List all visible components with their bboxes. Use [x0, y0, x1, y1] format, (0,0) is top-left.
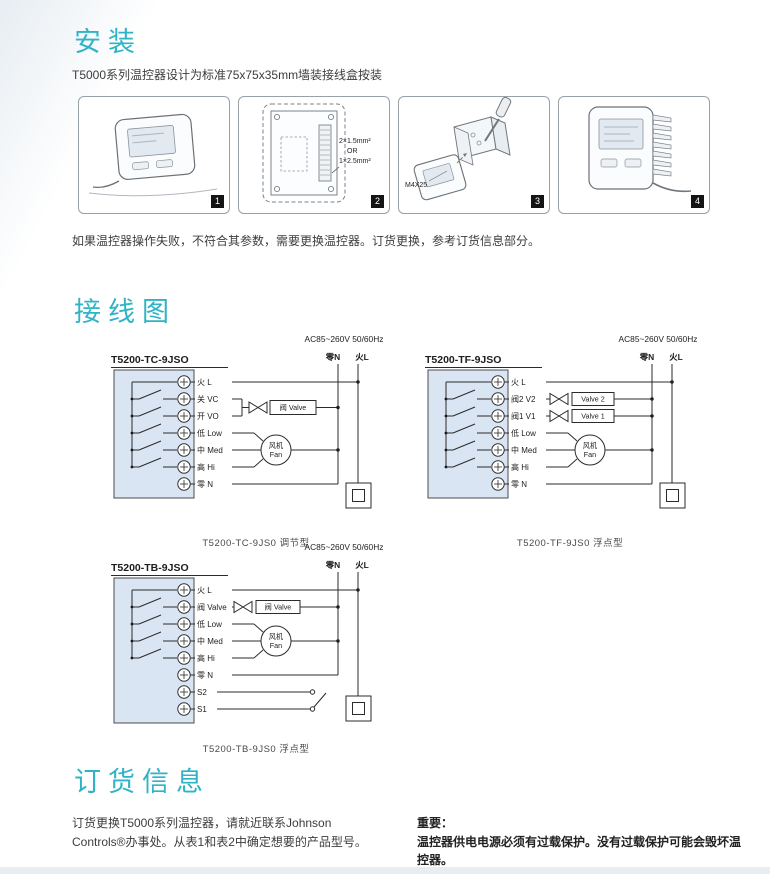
- terminal-label: 低 Low: [197, 428, 222, 438]
- power-rating-label: AC85~260V 50/60Hz: [305, 334, 384, 344]
- important-note-body: 温控器供电电源必须有过载保护。没有过载保护可能会毁坏温控器。: [417, 834, 742, 868]
- screw-spec-label: M4X25: [405, 182, 427, 189]
- terminal-label: S1: [197, 705, 207, 714]
- model-label: T5200-TC-9JSO: [111, 354, 189, 366]
- terminal-label: 中 Med: [197, 636, 223, 646]
- wiring-section-title: 接线图: [74, 297, 176, 327]
- wiring-diagram-tf: AC85~260V 50/60Hz 零N 火L T5200-TF-9JSO Va…: [420, 330, 720, 549]
- step-number-badge: 2: [371, 195, 384, 208]
- diagram-caption: T5200-TC-9JS0 调节型: [202, 538, 310, 549]
- diagram-caption: T5200-TF-9JS0 浮点型: [516, 538, 624, 549]
- terminal-label: 高 Hi: [511, 462, 529, 472]
- terminal-label: 中 Med: [197, 445, 223, 455]
- terminal-label: 低 Low: [511, 428, 536, 438]
- live-bus-label: 火L: [669, 352, 683, 362]
- valve2-component-label: Valve 2: [581, 395, 604, 404]
- ordering-section-body: 订货更换T5000系列温控器，请就近联系Johnson Controls®办事处…: [72, 814, 747, 870]
- live-bus-label: 火L: [355, 560, 369, 570]
- install-note-text: 如果温控器操作失败，不符合其参数，需要更换温控器。订货更换，参考订货信息部分。: [72, 234, 541, 248]
- step-number-badge: 4: [691, 195, 704, 208]
- terminal-label: 中 Med: [511, 445, 537, 455]
- terminal-label: 阀1 V1: [511, 412, 536, 421]
- power-rating-label: AC85~260V 50/60Hz: [305, 542, 384, 552]
- terminal-label: 火 L: [197, 378, 212, 387]
- terminal-label: 关 VC: [197, 394, 219, 404]
- tf-diagram-drawing: AC85~260V 50/60Hz 零N 火L T5200-TF-9JSO Va…: [425, 334, 698, 509]
- neutral-bus-label: 零N: [325, 352, 340, 362]
- wiring-diagram-tb: AC85~260V 50/60Hz 零N 火L T5200-TB-9JSO 阀 …: [106, 538, 406, 755]
- terminal-label: 阀2 V2: [511, 395, 536, 404]
- power-rating-label: AC85~260V 50/60Hz: [619, 334, 698, 344]
- terminal-label: 高 Hi: [197, 653, 215, 663]
- valve-component-label: 阀 Valve: [265, 603, 292, 612]
- terminal-label: 零 N: [511, 480, 527, 489]
- install-intro-text: T5000系列温控器设计为标准75x75x35mm墙装接线盒按装: [72, 68, 383, 82]
- wiring-diagrams-row: AC85~260V 50/60Hz 零N 火L T5200-TC-9JSO: [106, 330, 720, 549]
- live-bus-label: 火L: [355, 352, 369, 362]
- model-label: T5200-TF-9JSO: [425, 354, 501, 366]
- terminal-label: 低 Low: [197, 619, 222, 629]
- install-step-panel-1: 1: [78, 96, 230, 214]
- terminal-label: 阀 Valve: [197, 603, 227, 612]
- install-step-panel-3: M4X25 3: [398, 96, 550, 214]
- important-note-title: 重要：: [417, 816, 454, 830]
- wire-spec-line3: 1×2.5mm²: [339, 158, 371, 165]
- install-step-panel-4: 4: [558, 96, 710, 214]
- neutral-bus-label: 零N: [325, 560, 340, 570]
- fan-label-en: Fan: [270, 641, 282, 650]
- step-number-badge: 1: [211, 195, 224, 208]
- valve-component-label: 阀 Valve: [280, 403, 307, 412]
- ordering-section-title: 订货信息: [74, 767, 210, 797]
- terminal-label: 火 L: [511, 378, 526, 387]
- neutral-bus-label: 零N: [639, 352, 654, 362]
- terminal-label: 零 N: [197, 671, 213, 680]
- model-label: T5200-TB-9JSO: [111, 562, 189, 574]
- ordering-body-text: 订货更换T5000系列温控器，请就近联系Johnson Controls®办事处…: [72, 816, 367, 849]
- terminal-label: S2: [197, 688, 207, 697]
- wall-mounting-illustration: M4X25: [405, 96, 512, 201]
- install-step-panels: 1 2×1.5mm² O: [78, 96, 710, 214]
- important-note: 重要： 温控器供电电源必须有过载保护。没有过载保护可能会毁坏温控器。: [417, 814, 747, 870]
- install-step-panel-2: 2×1.5mm² OR 1×2.5mm² 2: [238, 96, 390, 214]
- tb-diagram-drawing: AC85~260V 50/60Hz 零N 火L T5200-TB-9JSO 阀 …: [111, 542, 384, 724]
- thermostat-terminals-illustration: [588, 106, 692, 193]
- wallbox-wiring-illustration: 2×1.5mm² OR 1×2.5mm²: [262, 103, 371, 203]
- install-section-title: 安装: [74, 27, 142, 57]
- wiring-diagram-tc: AC85~260V 50/60Hz 零N 火L T5200-TC-9JSO: [106, 330, 406, 549]
- tc-diagram-drawing: AC85~260V 50/60Hz 零N 火L T5200-TC-9JSO: [111, 334, 384, 509]
- terminal-label: 零 N: [197, 480, 213, 489]
- fan-label-cn: 风机: [269, 632, 284, 641]
- step-number-badge: 3: [531, 195, 544, 208]
- switch-box: [345, 695, 372, 722]
- terminal-label: 火 L: [197, 586, 212, 595]
- fan-label-cn: 风机: [583, 441, 598, 450]
- wire-spec-line1: 2×1.5mm²: [339, 138, 371, 145]
- fan-label-en: Fan: [584, 450, 596, 459]
- fan-label-en: Fan: [270, 450, 282, 459]
- thermostat-front-illustration: [88, 113, 218, 197]
- wire-spec-line2: OR: [347, 148, 358, 155]
- fan-label-cn: 风机: [269, 441, 284, 450]
- valve1-component-label: Valve 1: [581, 412, 604, 421]
- terminal-label: 高 Hi: [197, 462, 215, 472]
- terminal-block: [113, 577, 195, 724]
- diagram-caption: T5200-TB-9JS0 浮点型: [202, 744, 310, 755]
- page-bottom-strip: [0, 867, 770, 874]
- terminal-label: 开 VO: [197, 412, 219, 421]
